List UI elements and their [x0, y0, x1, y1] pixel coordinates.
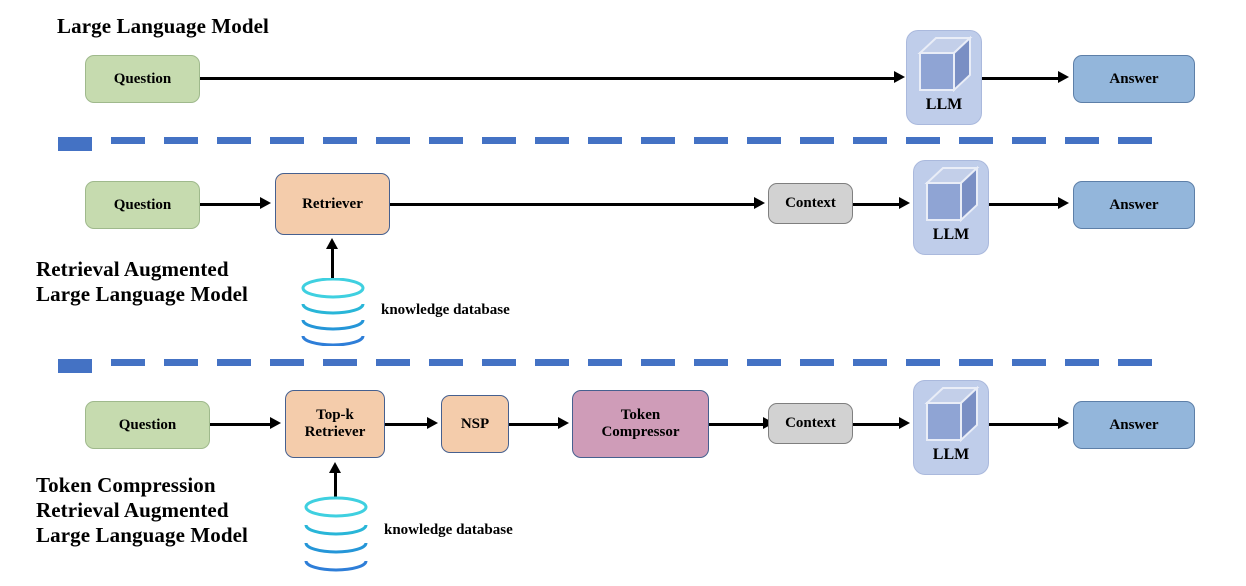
cube-icon [924, 385, 980, 443]
connector-llm-to-answer-row3 [989, 423, 1060, 426]
arrowhead-icon [558, 417, 569, 429]
node-label: Answer [1109, 196, 1159, 213]
database-caption-row2: knowledge database [381, 302, 510, 318]
section-title-rag: Retrieval Augmented Large Language Model [36, 257, 248, 306]
arrowhead-icon [1058, 417, 1069, 429]
connector-topk-to-nsp [385, 423, 429, 426]
llm-cube-group-row1: LLM [906, 30, 982, 125]
connector-question-to-llm-row1 [200, 77, 896, 80]
arrowhead-icon [899, 197, 910, 209]
arrowhead-icon [427, 417, 438, 429]
arrowhead-icon [899, 417, 910, 429]
llm-cube-group-row2: LLM [913, 160, 989, 255]
node-label-llm-row3: LLM [932, 446, 970, 463]
node-nsp: NSP [441, 395, 509, 453]
node-label: Top-k Retriever [304, 407, 366, 440]
cube-icon [917, 35, 973, 93]
arrowhead-icon [270, 417, 281, 429]
cube-icon [924, 165, 980, 223]
connector-question-to-topk [210, 423, 272, 426]
section-separator-1 [58, 137, 1208, 151]
section-title-tcrag: Token Compression Retrieval Augmented La… [36, 473, 248, 547]
connector-llm-to-answer-row2 [989, 203, 1060, 206]
database-glyph [301, 277, 365, 347]
arrowhead-icon [1058, 71, 1069, 83]
arrowhead-icon [894, 71, 905, 83]
node-label: Question [118, 416, 177, 433]
node-label: Context [785, 195, 836, 211]
node-answer-row2: Answer [1073, 181, 1195, 229]
connector-context-to-llm-row2 [853, 203, 901, 206]
node-label: Token Compressor [601, 407, 680, 440]
node-answer-row1: Answer [1073, 55, 1195, 103]
node-label: Question [113, 196, 172, 213]
node-question-row3: Question [85, 401, 210, 449]
connector-context-to-llm-row3 [853, 423, 901, 426]
arrowhead-icon [1058, 197, 1069, 209]
database-caption-row3: knowledge database [384, 522, 513, 538]
connector-database-to-retriever [331, 248, 334, 284]
connector-compressor-to-context [709, 423, 765, 426]
node-label: Context [785, 415, 836, 431]
connector-retriever-to-context [390, 203, 756, 206]
node-label: Answer [1109, 70, 1159, 87]
connector-question-to-retriever [200, 203, 262, 206]
node-token-compressor: Token Compressor [572, 390, 709, 458]
database-icon-row2 [300, 277, 366, 347]
node-label-llm-row2: LLM [932, 226, 970, 243]
database-glyph [304, 496, 368, 572]
node-label: NSP [460, 415, 490, 432]
database-icon-row3 [303, 496, 369, 574]
arrowhead-icon [329, 462, 341, 473]
node-label: Answer [1109, 416, 1159, 433]
section-title-llm: Large Language Model [57, 14, 269, 38]
node-retriever: Retriever [275, 173, 390, 235]
node-context-row3: Context [768, 403, 853, 444]
node-label-llm-row1: LLM [925, 96, 963, 113]
node-topk-retriever: Top-k Retriever [285, 390, 385, 458]
node-label: Question [113, 70, 172, 87]
section-separator-2 [58, 359, 1208, 373]
arrowhead-icon [260, 197, 271, 209]
node-question-row2: Question [85, 181, 200, 229]
connector-nsp-to-compressor [509, 423, 560, 426]
llm-cube-group-row3: LLM [913, 380, 989, 475]
connector-database-to-topk [334, 472, 337, 502]
node-question-row1: Question [85, 55, 200, 103]
node-label: Retriever [302, 195, 363, 212]
arrowhead-icon [754, 197, 765, 209]
arrowhead-icon [326, 238, 338, 249]
node-context-row2: Context [768, 183, 853, 224]
connector-llm-to-answer-row1 [982, 77, 1060, 80]
node-answer-row3: Answer [1073, 401, 1195, 449]
